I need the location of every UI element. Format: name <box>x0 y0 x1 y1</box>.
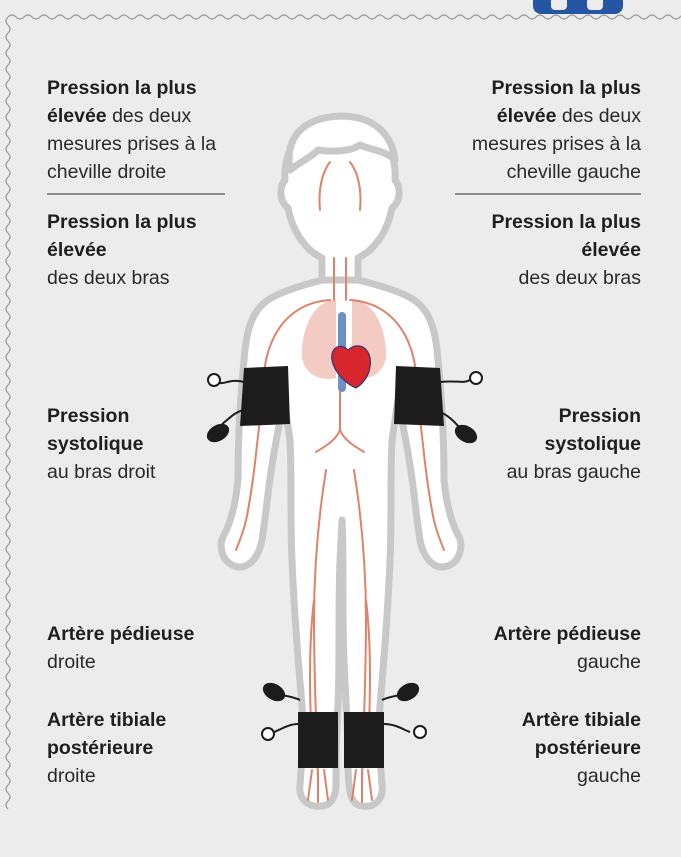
label-left-pedal: Artère pédieuse droite <box>47 620 247 676</box>
cuff-arm-right-gauge <box>208 374 220 386</box>
label-right-ankle: Pression la plus élevée des deux mesures… <box>451 74 641 186</box>
divider-left <box>47 193 225 195</box>
label-left-arms: Pression la plus élevée des deux bras <box>47 208 222 292</box>
label-right-systolic: Pression systolique au bras gauche <box>471 402 641 486</box>
label-right-tibial-bold: Artère tibiale postérieure <box>491 706 641 762</box>
divider-right <box>455 193 641 195</box>
label-right-tibial: Artère tibiale postérieure gauche <box>481 706 641 790</box>
label-left-tibial: Artère tibiale postérieure droite <box>47 706 207 790</box>
label-right-arms: Pression la plus élevée des deux bras <box>471 208 641 292</box>
cuff-ankle-left-band <box>344 712 384 768</box>
label-left-ankle: Pression la plus élevée des deux mesures… <box>47 74 232 186</box>
cuff-ankle-right-bulb <box>260 679 289 705</box>
label-left-pedal-rest: droite <box>47 651 96 673</box>
label-right-systolic-bold: Pression systolique <box>526 402 641 458</box>
cuff-ankle-left-gauge <box>414 726 426 738</box>
cuff-arm-left-band <box>394 366 444 426</box>
label-left-tibial-rest: droite <box>47 765 96 787</box>
label-right-pedal-rest: gauche <box>577 651 641 673</box>
label-right-pedal: Artère pédieuse gauche <box>441 620 641 676</box>
cuff-ankle-left-bulb <box>394 679 423 705</box>
cuff-ankle-left-tube-lower <box>384 724 410 732</box>
label-right-arms-bold: Pression la plus élevée <box>491 208 641 264</box>
label-left-systolic: Pression systolique au bras droit <box>47 402 187 486</box>
cuff-arm-left-gauge <box>470 372 482 384</box>
label-right-systolic-rest: au bras gauche <box>507 461 641 483</box>
cuff-arm-left-tube-upper <box>440 380 470 382</box>
label-left-tibial-bold: Artère tibiale postérieure <box>47 706 197 762</box>
label-left-arms-bold: Pression la plus élevée <box>47 208 197 264</box>
cuff-ankle-right-gauge <box>262 728 274 740</box>
cuff-ankle-right-band <box>298 712 338 768</box>
label-left-arms-rest: des deux bras <box>47 267 170 289</box>
label-left-systolic-rest: au bras droit <box>47 461 155 483</box>
cuff-arm-right-band <box>240 366 290 426</box>
label-right-arms-rest: des deux bras <box>519 267 642 289</box>
label-right-tibial-rest: gauche <box>577 765 641 787</box>
cuff-arm-right-bulb <box>204 420 233 446</box>
label-right-pedal-bold: Artère pédieuse <box>441 620 641 648</box>
cuff-ankle-right-tube-lower <box>274 724 298 732</box>
label-left-pedal-bold: Artère pédieuse <box>47 620 247 648</box>
label-left-systolic-bold: Pression systolique <box>47 402 162 458</box>
